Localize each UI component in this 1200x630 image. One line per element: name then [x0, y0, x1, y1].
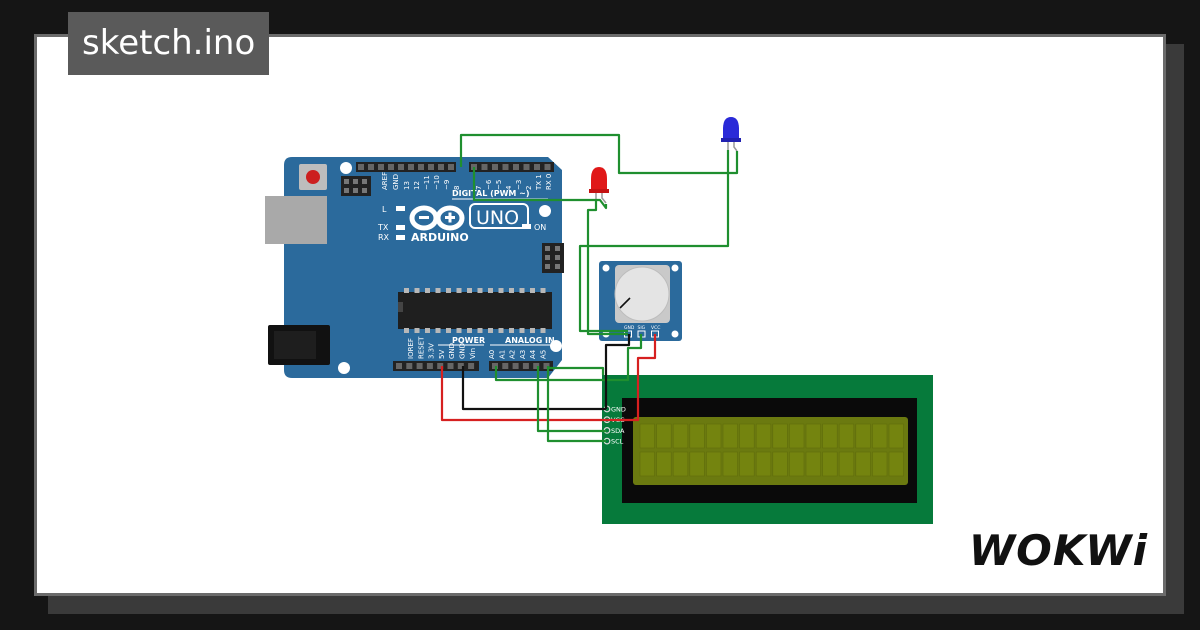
led-l-label: L: [382, 205, 387, 214]
pin-label: A4: [529, 349, 537, 359]
wire-arduino-gnd: [461, 366, 606, 411]
pot-pin-label: SIG: [638, 325, 646, 331]
pin-label: RX 0: [545, 174, 553, 190]
lcd-pin-label: GND: [611, 406, 626, 414]
pin-label: TX 1: [535, 174, 543, 191]
wire-pot-vcc: [606, 334, 657, 422]
knob-indicator: [619, 297, 631, 309]
icsp-header-right: [542, 243, 564, 273]
led-tx-label: TX: [377, 223, 389, 232]
wire-5v-red: [440, 366, 606, 422]
pin-label: 3.3V: [428, 343, 436, 359]
lcd-pin-label: SDA: [611, 427, 625, 435]
blue-led[interactable]: [721, 117, 741, 152]
pot-pin-label: VCC: [651, 325, 660, 331]
pin-label: IOREF: [407, 338, 415, 359]
lcd-character-grid: [639, 423, 904, 477]
wire-d6-red-led: [472, 167, 608, 210]
mounting-hole: [550, 340, 562, 352]
pin-label: Vin: [469, 348, 477, 359]
wires[interactable]: [440, 133, 739, 443]
mounting-hole: [338, 362, 350, 374]
pin-label: ~10: [433, 175, 441, 190]
digital-header-label: DIGITAL (PWM ~): [452, 189, 530, 198]
pin-label: GND: [392, 174, 400, 190]
pin-label: A2: [509, 350, 517, 359]
pin-label: 7: [475, 186, 483, 190]
power-header-label: POWER: [452, 336, 485, 345]
pin-label: A5: [540, 350, 548, 359]
wire-a4-sda: [536, 366, 606, 433]
pin-label: 2: [525, 186, 533, 190]
pin-label: 12: [413, 181, 421, 190]
led-tx-indicator: [396, 225, 405, 230]
uno-model-label: UNO: [476, 207, 519, 229]
pin-label: GND: [448, 343, 456, 359]
potentiometer-knob[interactable]: [614, 266, 670, 322]
led-on-label: ON: [534, 223, 546, 232]
pin-label: AREF: [381, 172, 389, 190]
pin-label: ~9: [443, 180, 451, 190]
pin-label: RESET: [417, 336, 425, 359]
wire-d7-blue-led: [459, 133, 739, 175]
pin-label: ~6: [485, 179, 493, 190]
power-pin-header[interactable]: [393, 361, 479, 371]
analog-header-label: ANALOG IN: [505, 336, 555, 345]
pin-label: ~3: [515, 180, 523, 190]
red-led[interactable]: [589, 167, 609, 204]
wire-pot-sig-a0: [494, 334, 643, 382]
led-rx-label: RX: [378, 233, 390, 242]
wire-red-led-gnd: [586, 199, 628, 336]
analog-pin-header[interactable]: [489, 361, 553, 371]
arduino-infinity-logo-icon: [409, 205, 465, 231]
pin-label: GND: [459, 343, 467, 359]
mounting-hole: [539, 205, 551, 217]
arduino-brand-label: ARDUINO: [411, 231, 469, 244]
pin-label: A0: [488, 350, 496, 359]
icsp-header: [341, 176, 371, 196]
pin-label: ~11: [423, 175, 431, 190]
wire-blue-led-gnd: [578, 150, 730, 333]
pin-label: ~5: [495, 180, 503, 190]
file-tab-title: sketch.ino: [82, 23, 256, 63]
reset-button-icon[interactable]: [299, 164, 327, 190]
microcontroller-chip-icon: [398, 288, 552, 333]
file-tab[interactable]: sketch.ino: [68, 12, 270, 75]
pin-label: A3: [519, 350, 527, 359]
wokwi-logo: WOKWi: [968, 526, 1148, 575]
led-l-indicator: [396, 206, 405, 211]
pin-label: 5V: [438, 350, 446, 359]
uno-badge: [469, 203, 529, 229]
wire-lcd-bus: [548, 366, 605, 375]
pin-label: 13: [403, 181, 411, 190]
mounting-hole: [340, 162, 352, 174]
usb-port-icon: [265, 196, 327, 244]
led-on-indicator: [522, 224, 531, 229]
lcd-pin-label: SCL: [611, 438, 624, 446]
pot-pin-label: GND: [624, 325, 635, 331]
pin-label: 4: [505, 185, 513, 190]
pin-label: A1: [498, 350, 506, 359]
wire-gnd-black: [604, 334, 631, 409]
pin-label: 8: [453, 186, 461, 190]
wire-a5-scl: [546, 366, 606, 443]
led-rx-indicator: [396, 235, 405, 240]
digital-pin-header[interactable]: [356, 162, 554, 172]
